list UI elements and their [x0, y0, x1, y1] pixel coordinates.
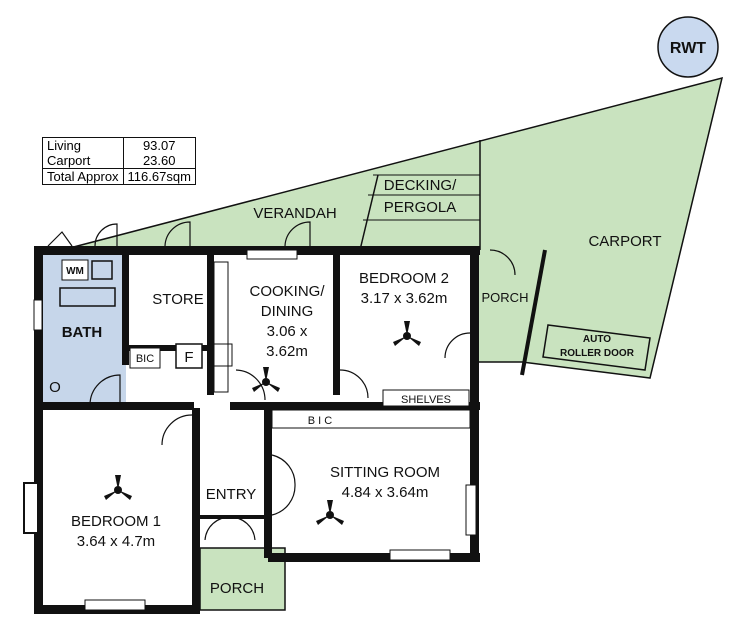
washing-machine: [61, 259, 89, 281]
shelves-label: SHELVES: [401, 394, 451, 406]
ceiling-fan-icon: [252, 367, 280, 392]
decking-label: PERGOLA: [384, 199, 457, 216]
area-value: 116.67sqm: [122, 168, 196, 185]
toilet-label: O: [49, 379, 61, 396]
bath-label: BATH: [62, 324, 103, 341]
decking-edge: [359, 174, 379, 251]
cooking-label: COOKING/: [249, 283, 325, 300]
area-label: Carport: [42, 153, 124, 169]
rwt-label: RWT: [670, 40, 706, 57]
bedroom1-size: 3.64 x 4.7m: [77, 533, 155, 550]
bay-window: [23, 482, 39, 534]
cooking-label: DINING: [261, 303, 314, 320]
window: [465, 484, 477, 536]
cooking-size: 3.06 x: [267, 323, 308, 340]
store-label: STORE: [152, 291, 203, 308]
decking-label: DECKING/: [384, 177, 457, 194]
ceiling-fan-icon: [104, 475, 132, 500]
bedroom1-label: BEDROOM 1: [71, 513, 161, 530]
rainwater-tank: [657, 16, 719, 78]
trough: [91, 260, 113, 280]
carport-wall: [520, 249, 547, 376]
porch-side-label: PORCH: [482, 290, 529, 305]
bedroom2-size: 3.17 x 3.62m: [361, 290, 448, 307]
doors: [47, 221, 516, 541]
window: [246, 249, 298, 260]
sitting-room-label: SITTING ROOM: [330, 464, 440, 481]
window: [389, 549, 451, 561]
area-label: Total Approx: [42, 168, 124, 185]
cooking-size: 3.62m: [266, 343, 308, 360]
kitchen-bench: [213, 261, 229, 393]
auto-roller-door: [542, 324, 651, 371]
fridge-label: F: [184, 349, 193, 366]
entry-label: ENTRY: [206, 486, 257, 503]
bic-label: BIC: [136, 353, 154, 365]
area-label: Living: [42, 137, 124, 153]
verandah-label: VERANDAH: [253, 205, 336, 222]
bedroom2-label: BEDROOM 2: [359, 270, 449, 287]
sitting-room-size: 4.84 x 3.64m: [342, 484, 429, 501]
fridge: [175, 343, 203, 369]
ceiling-fan-icon: [316, 500, 344, 525]
area-value: 23.60: [122, 153, 196, 169]
porch-front-label: PORCH: [210, 580, 264, 597]
wm-label: WM: [66, 266, 84, 277]
auto-door-label: ROLLER DOOR: [560, 348, 635, 359]
ceiling-fan-icon: [393, 321, 421, 346]
cooktop: [213, 343, 233, 367]
auto-door-label: AUTO: [583, 334, 611, 345]
bic-hall-cupboard: [271, 409, 471, 429]
bic-cupboard: [129, 347, 161, 369]
shelves: [382, 389, 470, 407]
carport-label: CARPORT: [588, 233, 661, 250]
window: [84, 599, 146, 611]
bathtub: [59, 287, 116, 307]
verandah-carport-area: [61, 76, 724, 379]
area-value: 93.07: [122, 137, 196, 153]
bic-hall-label: B I C: [308, 415, 333, 427]
window: [33, 299, 43, 331]
